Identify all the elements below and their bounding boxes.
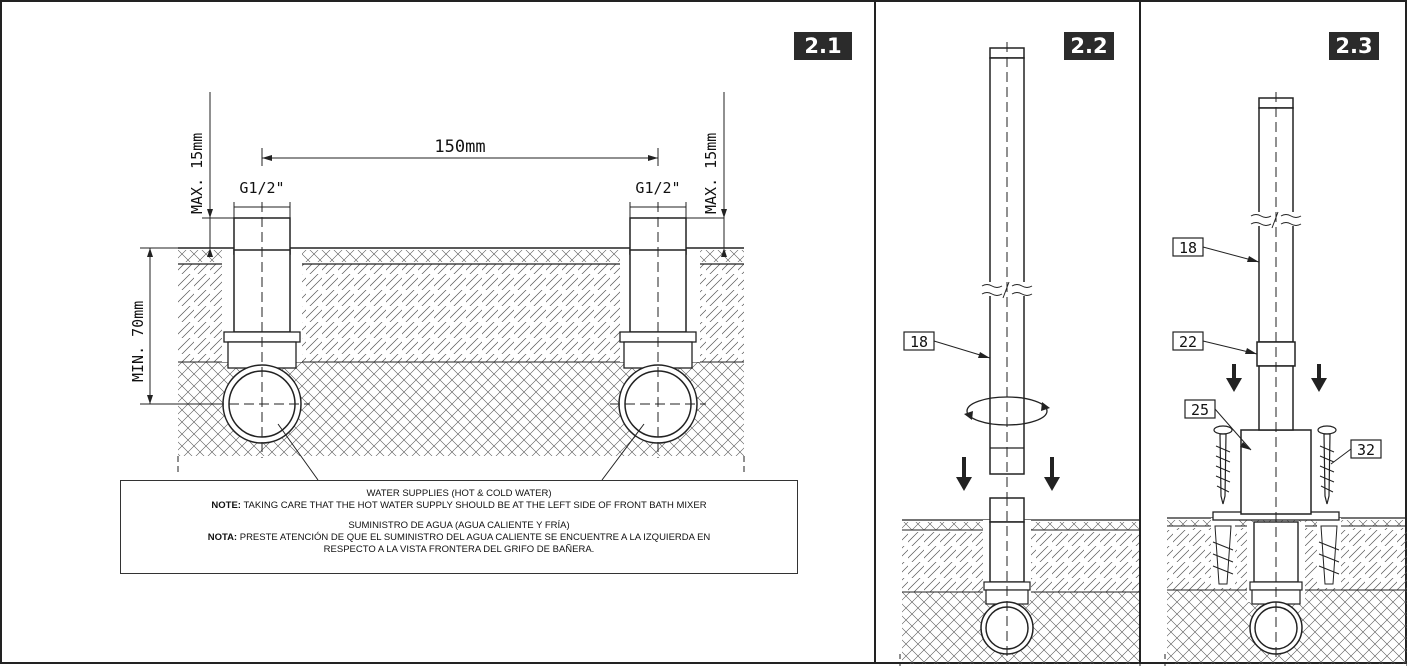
max-height-left: MAX. 15mm bbox=[188, 133, 206, 214]
right-fitting bbox=[610, 202, 706, 458]
panel-number-badge: 2.3 bbox=[1329, 32, 1379, 60]
thread-label-left: G1/2" bbox=[239, 179, 284, 197]
base-mount-drawing: 18 22 25 32 bbox=[1164, 92, 1407, 666]
note-text-es-2: RESPECTO A LA VISTA FRONTERA DEL GRIFO D… bbox=[323, 544, 595, 555]
panel-2-2: 18 2.2 bbox=[874, 0, 1141, 666]
min-depth-dimension: MIN. 70mm bbox=[129, 301, 147, 382]
note-prefix-es: NOTA: bbox=[207, 532, 238, 543]
pipe-screw-in-drawing: 18 bbox=[899, 42, 1141, 666]
part-label-25: 25 bbox=[1191, 401, 1209, 419]
wall-connection-drawing: 150mm G1/2" G1/2" MAX. 15mm MAX. 15mm MI… bbox=[129, 92, 745, 481]
note-prefix-en: NOTE: bbox=[211, 500, 241, 511]
note-text-es-1: PRESTE ATENCIÓN DE QUE EL SUMINISTRO DEL… bbox=[239, 532, 711, 543]
panel-2-1: 150mm G1/2" G1/2" MAX. 15mm MAX. 15mm MI… bbox=[0, 0, 876, 664]
water-supply-note: WATER SUPPLIES (HOT & COLD WATER) NOTE: … bbox=[120, 480, 798, 574]
thread-label-right: G1/2" bbox=[635, 179, 680, 197]
part-label-18: 18 bbox=[910, 333, 928, 351]
left-fitting bbox=[214, 202, 310, 458]
down-arrow-left bbox=[1226, 378, 1242, 392]
note-text-en: TAKING CARE THAT THE HOT WATER SUPPLY SH… bbox=[243, 500, 707, 511]
panel-2-3: 18 22 25 32 2.3 bbox=[1139, 0, 1407, 666]
part-label-18: 18 bbox=[1179, 239, 1197, 257]
part-label-22: 22 bbox=[1179, 333, 1197, 351]
note-title-es: SUMINISTRO DE AGUA (AGUA CALIENTE Y FRÍA… bbox=[348, 520, 570, 531]
screw-left bbox=[1213, 425, 1233, 505]
spacing-dimension: 150mm bbox=[434, 137, 485, 157]
down-arrow-right bbox=[1044, 477, 1060, 491]
note-title-en: WATER SUPPLIES (HOT & COLD WATER) bbox=[366, 488, 552, 499]
panel-number-badge: 2.1 bbox=[794, 32, 852, 60]
down-arrow-right bbox=[1311, 378, 1327, 392]
screw-right bbox=[1317, 425, 1337, 505]
panel-number-badge: 2.2 bbox=[1064, 32, 1114, 60]
max-height-right: MAX. 15mm bbox=[702, 133, 720, 214]
part-label-32: 32 bbox=[1357, 441, 1375, 459]
down-arrow-left bbox=[956, 477, 972, 491]
